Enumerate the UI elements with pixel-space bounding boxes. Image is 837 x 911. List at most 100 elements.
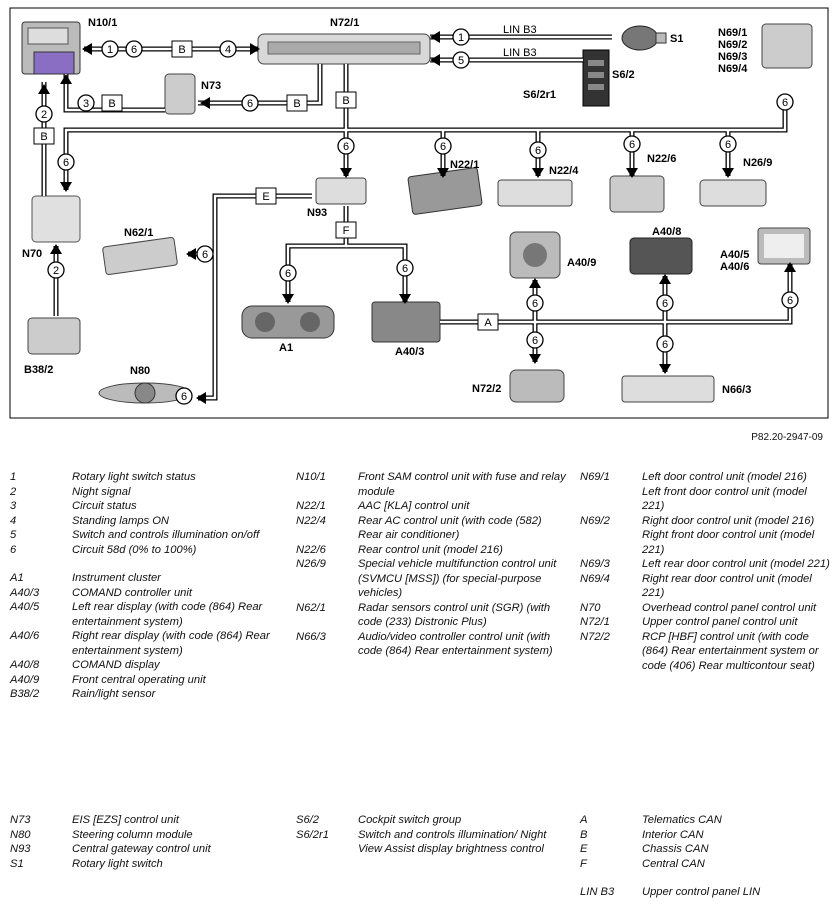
component-n72-2 [509, 369, 565, 403]
legend-description: RCP [HBF] control unit (with code (864) … [642, 630, 819, 672]
legend-row: B38/2 Rain/light sensor [10, 687, 280, 702]
signal-circle: 1 [452, 28, 470, 46]
legend-code: A1 [10, 572, 24, 584]
signal-circle: 6 [396, 259, 414, 277]
signal-number: 6 [247, 98, 253, 110]
legend-code: S6/2 [296, 814, 320, 826]
legend-description: Interior CAN [642, 828, 704, 841]
signal-number: 6 [343, 141, 349, 153]
legend-code [580, 528, 642, 557]
signal-circle: 6 [623, 135, 641, 153]
label-n22-4: N22/4 [549, 165, 579, 177]
signal-circle: 6 [529, 141, 547, 159]
legend-description: Switch and controls illumination on/off [72, 529, 260, 541]
signal-circle: 6 [526, 331, 544, 349]
signal-circle: 2 [47, 261, 65, 279]
bus-label-a: A [484, 317, 492, 329]
signal-number: 6 [181, 391, 187, 403]
signal-circles: 1 6 4 1 5 3 6 2 6 6 6 6 6 6 6 6 6 6 2 6 … [35, 28, 799, 405]
legend-description: Left front door control unit (model 221) [642, 485, 807, 513]
signal-circle: 6 [196, 245, 214, 263]
legend-description: Rain/light sensor [72, 688, 156, 700]
signal-circle: 6 [526, 294, 544, 312]
legend-description: Circuit 58d (0% to 100%) [72, 543, 197, 556]
legend-code: 3 [10, 500, 17, 512]
legend-code: A40/3 [10, 586, 40, 599]
legend-code: N72/2 [580, 630, 610, 643]
label-n69-1: N69/1 [718, 27, 747, 39]
signal-circle: 6 [175, 387, 193, 405]
legend-description: Circuit status [72, 500, 137, 512]
label-n69-2: N69/2 [718, 39, 747, 51]
label-n10-1: N10/1 [88, 17, 117, 29]
signal-circle: 6 [656, 294, 674, 312]
figure-reference: P82.20-2947-09 [751, 432, 823, 443]
label-a1: A1 [279, 342, 293, 354]
legend-description: Radar sensors control unit (SGR) (with c… [358, 601, 551, 629]
legend-code: N73 [10, 814, 31, 826]
signal-circle: 6 [776, 93, 794, 111]
label-b38-2: B38/2 [24, 364, 53, 376]
legend-code: 1 [10, 471, 17, 483]
label-s6-2r1: S6/2r1 [523, 89, 556, 101]
legend-description: Left rear door control unit (model 221) [642, 558, 830, 570]
component-n66-3 [621, 375, 715, 403]
component-a1 [241, 305, 335, 339]
legend-code: 5 [10, 529, 17, 541]
legend-code: N80 [10, 828, 31, 841]
signal-number: 6 [202, 249, 208, 261]
legend-code: A40/8 [10, 659, 40, 671]
legend-description: Rotary light switch [72, 857, 163, 870]
signal-circle: 6 [434, 137, 452, 155]
bus-label-b: B [108, 98, 115, 110]
legend-code: A [580, 814, 588, 826]
bus-label-b: B [40, 131, 47, 143]
legend-description: Central gateway control unit [72, 843, 211, 855]
bus-label-b: B [178, 44, 185, 56]
signal-number: 1 [107, 44, 113, 56]
component-labels: N10/1 N72/1 S1 S6/2 S6/2r1 LIN B3 LIN B3… [22, 17, 772, 396]
signal-circle: 6 [719, 135, 737, 153]
legend-description: Right front door control unit (model 221… [642, 529, 815, 556]
label-n73: N73 [201, 80, 221, 92]
legend-code: N69/1 [580, 471, 610, 483]
legend-row: 5 Switch and controls illumination on/off [10, 528, 280, 543]
component-n70 [31, 195, 81, 243]
legend-code: N22/6 [296, 543, 326, 556]
legend-code: N69/2 [580, 514, 610, 527]
legend-code: S1 [10, 857, 24, 870]
legend-code: B38/2 [10, 688, 40, 700]
label-n62-1: N62/1 [124, 227, 153, 239]
legend-code: A40/6 [10, 630, 40, 642]
label-n70: N70 [22, 248, 42, 260]
label-a40-9: A40/9 [567, 257, 596, 269]
component-n26-9 [699, 179, 767, 207]
legend-code: N22/1 [296, 500, 326, 512]
component-s1 [621, 25, 667, 51]
legend-row: S1 Rotary light switch [10, 857, 280, 872]
legend-description: Upper control panel LIN [642, 886, 761, 898]
legend-row: Right front door control unit (model 221… [580, 528, 830, 557]
label-s1: S1 [670, 33, 683, 45]
signal-number: 4 [225, 44, 231, 56]
legend-code [580, 871, 642, 885]
label-s6-2: S6/2 [612, 69, 635, 81]
legend-description: Night signal [72, 485, 131, 498]
